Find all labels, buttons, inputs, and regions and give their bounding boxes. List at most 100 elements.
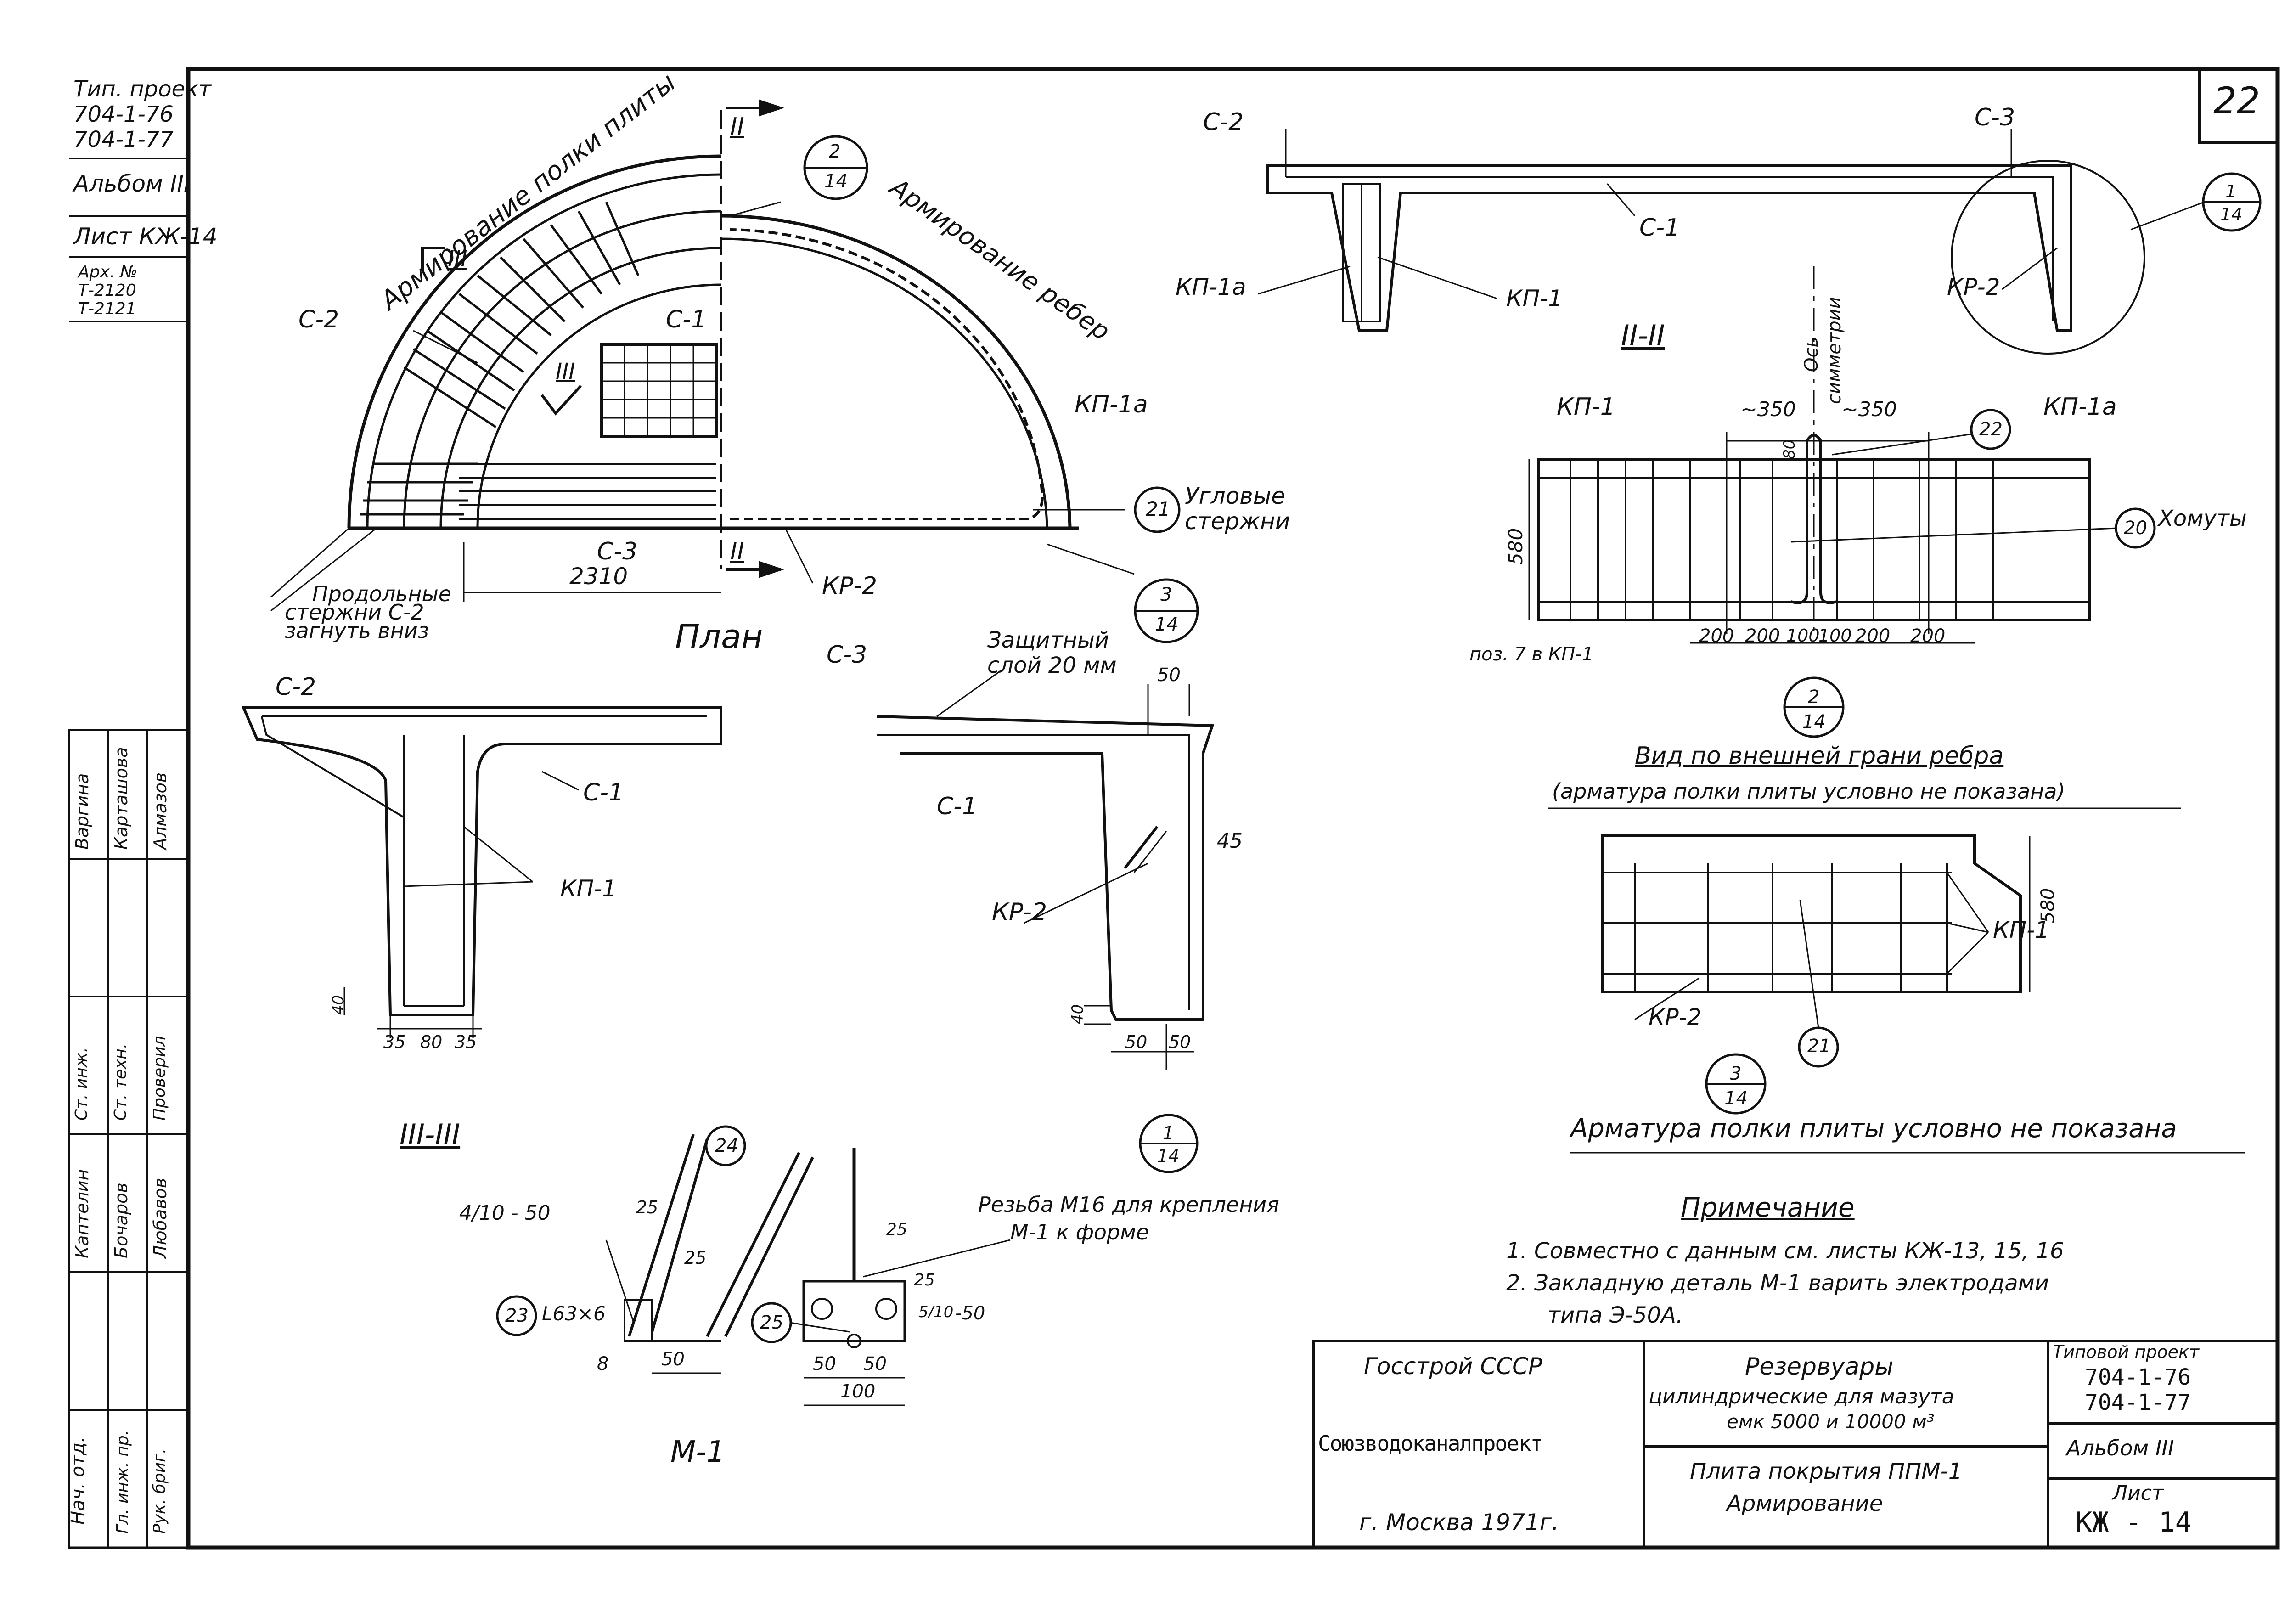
s33-dim-35b: 35 <box>455 1032 477 1052</box>
sheet-number-box <box>2198 68 2279 144</box>
s22-c1: С-1 <box>1639 214 1680 242</box>
tb-org2: Союзводоканалпроект <box>1318 1431 1543 1456</box>
d114-c1: С-1 <box>937 793 978 820</box>
m1-plate-dim-4: -50 <box>955 1303 985 1324</box>
m1-thread-2: М-1 к форме <box>1010 1220 1149 1245</box>
m1-dim-100: 100 <box>840 1381 876 1402</box>
s22-ref-top: 1 <box>2225 181 2237 202</box>
tb-sheet-label: Лист <box>2112 1482 2164 1505</box>
m1-dim-25: 25 <box>684 1248 707 1268</box>
rib-clamps: Хомуты <box>2158 506 2247 531</box>
rib-dim-350-left: ~350 <box>1740 398 1796 421</box>
m1-thread-1: Резьба М16 для крепления <box>978 1192 1279 1217</box>
plan-corner-bars-1: Угловые <box>1185 483 1285 509</box>
s33-c1: С-1 <box>583 779 624 806</box>
plan-title: План <box>675 617 763 656</box>
plan-callout-21: 21 <box>1146 498 1171 520</box>
d114-kr2: КР-2 <box>992 898 1047 926</box>
rib-axis-1: Ось <box>1801 336 1822 372</box>
title-block <box>1312 1340 2279 1549</box>
d114-dim-40: 40 <box>1069 1004 1087 1024</box>
rib-dim-b3: 100 <box>1786 625 1820 646</box>
s22-kp1a: КП-1а <box>1176 274 1246 300</box>
d114-dim-50a: 50 <box>1125 1032 1148 1052</box>
d114-protective-2: слой 20 мм <box>987 653 1117 678</box>
notes-item-2: 2. Закладную деталь М-1 варить электрода… <box>1506 1270 2049 1296</box>
plan-ref-3-bottom: 14 <box>1155 614 1178 635</box>
tb-sheet-title-1: Плита покрытия ППМ-1 <box>1690 1459 1963 1484</box>
tb-object-1: Резервуары <box>1745 1353 1894 1380</box>
rib-dim-350-right: ~350 <box>1841 398 1897 421</box>
m1-callout-25b: 25 <box>636 1197 658 1217</box>
s33-title: III-III <box>400 1118 461 1151</box>
plan-section-3-b: III <box>556 359 575 384</box>
view-3-14 <box>1570 834 2245 1154</box>
plan-ref-3-top: 3 <box>1160 584 1172 605</box>
stamp-project-label: Тип. проект <box>73 76 212 102</box>
stamp-album: Альбом III <box>73 170 191 197</box>
m1-callout-23: 23 <box>505 1305 529 1326</box>
role-1: Нач. отд. <box>68 1437 89 1525</box>
v314-caption: Арматура полки плиты условно не показана <box>1570 1114 2177 1144</box>
notes-item-3: типа Э-50А. <box>1548 1302 1683 1328</box>
m1-plate-dim-2: 25 <box>914 1271 935 1290</box>
plan-longitudinal-2: стержни С-2 <box>285 600 424 625</box>
role-6: Проверил <box>150 1036 169 1121</box>
rib-caption-2: (арматура полки плиты условно не показан… <box>1552 779 2065 804</box>
rib-caption-1: Вид по внешней грани ребра <box>1635 742 2004 770</box>
m1-dim-50a: 50 <box>813 1353 836 1375</box>
tb-project-label: Типовой проект <box>2053 1342 2200 1362</box>
s33-c2: С-2 <box>276 673 316 701</box>
rib-dim-580: 580 <box>1504 528 1527 565</box>
rib-dim-b2: 200 <box>1745 625 1780 647</box>
rib-dim-b1: 200 <box>1699 625 1734 647</box>
m1-dim-50: 50 <box>661 1349 685 1370</box>
m1-weld: 4/10 - 50 <box>459 1201 551 1225</box>
s33-dim-80: 80 <box>420 1032 443 1052</box>
s33-kp1: КП-1 <box>560 875 617 902</box>
s22-c2: С-2 <box>1203 108 1244 136</box>
plan-longitudinal-1: Продольные <box>312 581 452 606</box>
plan-c1: С-1 <box>666 306 707 333</box>
s22-title: II-II <box>1621 319 1665 352</box>
rib-kp1: КП-1 <box>1557 393 1615 421</box>
rib-callout-20: 20 <box>2124 518 2147 539</box>
m1-dim-50b: 50 <box>863 1353 887 1375</box>
stamp-project-code-1: 704-1-76 <box>73 101 174 127</box>
tb-sheet-code: КЖ - 14 <box>2076 1506 2192 1538</box>
stamp-arch-code-1: Т-2120 <box>78 281 136 300</box>
s22-ref-bottom: 14 <box>2220 204 2243 225</box>
role-4: Ст. инж. <box>72 1047 91 1121</box>
rib-view <box>1528 266 2181 809</box>
plan-ref-2-top: 2 <box>829 141 841 162</box>
m1-angle: L63×6 <box>542 1302 606 1325</box>
role-3: Рук. бриг. <box>150 1448 169 1534</box>
s33-dim-35a: 35 <box>383 1032 406 1052</box>
m1-callout-24: 24 <box>715 1135 738 1156</box>
plan-section-2-bottom: II <box>730 538 744 565</box>
name-5: Карташова <box>111 747 131 850</box>
plan-c2: С-2 <box>298 306 339 333</box>
rib-axis-2: симметрии <box>1824 297 1845 404</box>
name-2: Бочаров <box>111 1183 131 1258</box>
plan-view <box>270 99 1199 643</box>
m1-title: М-1 <box>670 1435 726 1469</box>
notes-item-1: 1. Совместно с данным см. листы КЖ-13, 1… <box>1506 1238 2064 1264</box>
stamp-arch-code-2: Т-2121 <box>78 299 136 318</box>
d114-dim-45: 45 <box>1217 829 1243 853</box>
name-6: Алмазов <box>150 772 170 850</box>
signature-block <box>68 729 189 1549</box>
tb-org1: Госстрой СССР <box>1364 1353 1542 1380</box>
plan-corner-bars-2: стержни <box>1185 508 1290 535</box>
tb-project-1: 704-1-76 <box>2085 1364 2191 1390</box>
name-1: Каптелин <box>72 1169 92 1258</box>
section-3-3 <box>241 706 722 1038</box>
notes-title: Примечание <box>1681 1192 1855 1223</box>
rib-dim-b4: 100 <box>1818 625 1852 646</box>
m1-detail <box>496 1125 1011 1406</box>
d114-ref-bottom: 14 <box>1157 1146 1180 1166</box>
name-4: Варгина <box>72 773 92 850</box>
s22-kp1: КП-1 <box>1506 285 1563 312</box>
s33-dim-40: 40 <box>329 995 348 1015</box>
